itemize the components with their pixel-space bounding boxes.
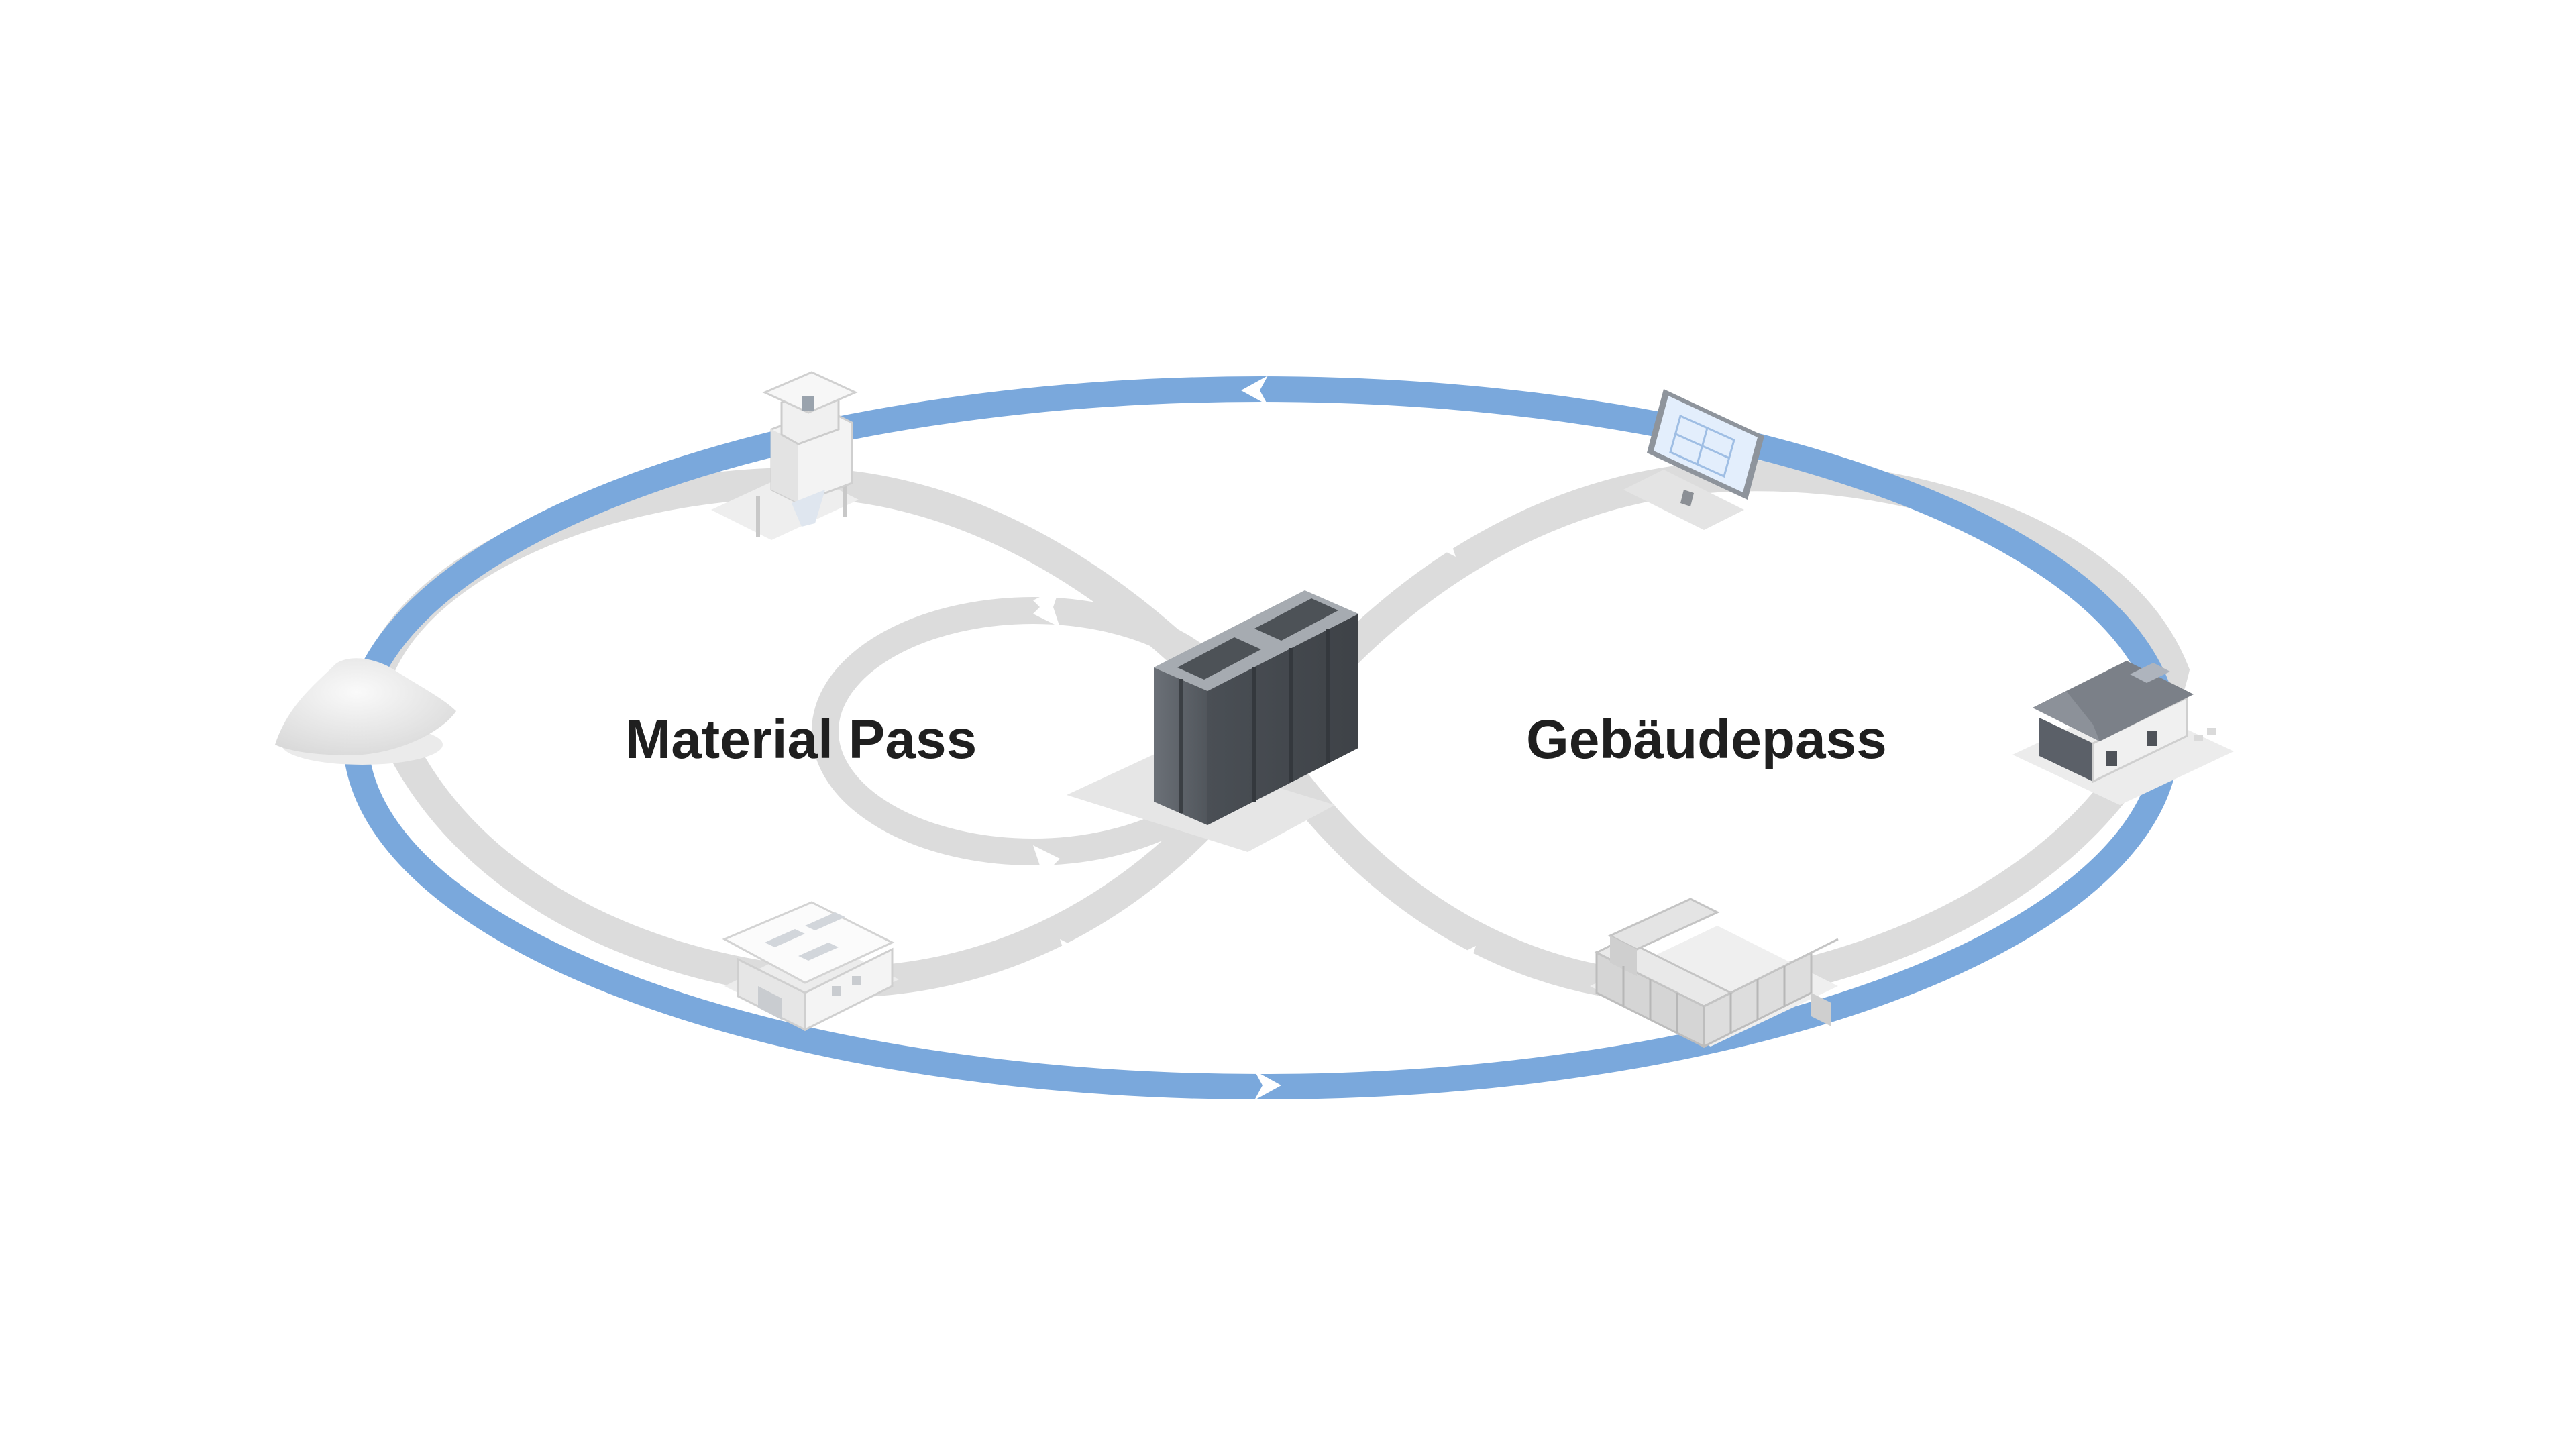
monitor-plan-icon	[1623, 389, 1764, 530]
factory-hall-icon	[722, 901, 899, 1032]
right-outer-loop	[1254, 460, 2190, 1004]
ring-chevron-bottom	[1254, 1071, 1281, 1100]
inner-loop-chevrons	[1033, 517, 1476, 986]
wall-structure-icon	[1590, 898, 1839, 1049]
gebaeudepass-label: Gebäudepass	[1526, 709, 1887, 770]
ring-chevron-top	[1241, 376, 1268, 405]
material-pass-label: Material Pass	[625, 709, 977, 770]
sand-pile-icon	[275, 658, 456, 765]
center-wall-block-icon	[1067, 590, 1358, 852]
mixing-plant-icon	[711, 371, 859, 540]
house-icon	[2012, 661, 2234, 805]
